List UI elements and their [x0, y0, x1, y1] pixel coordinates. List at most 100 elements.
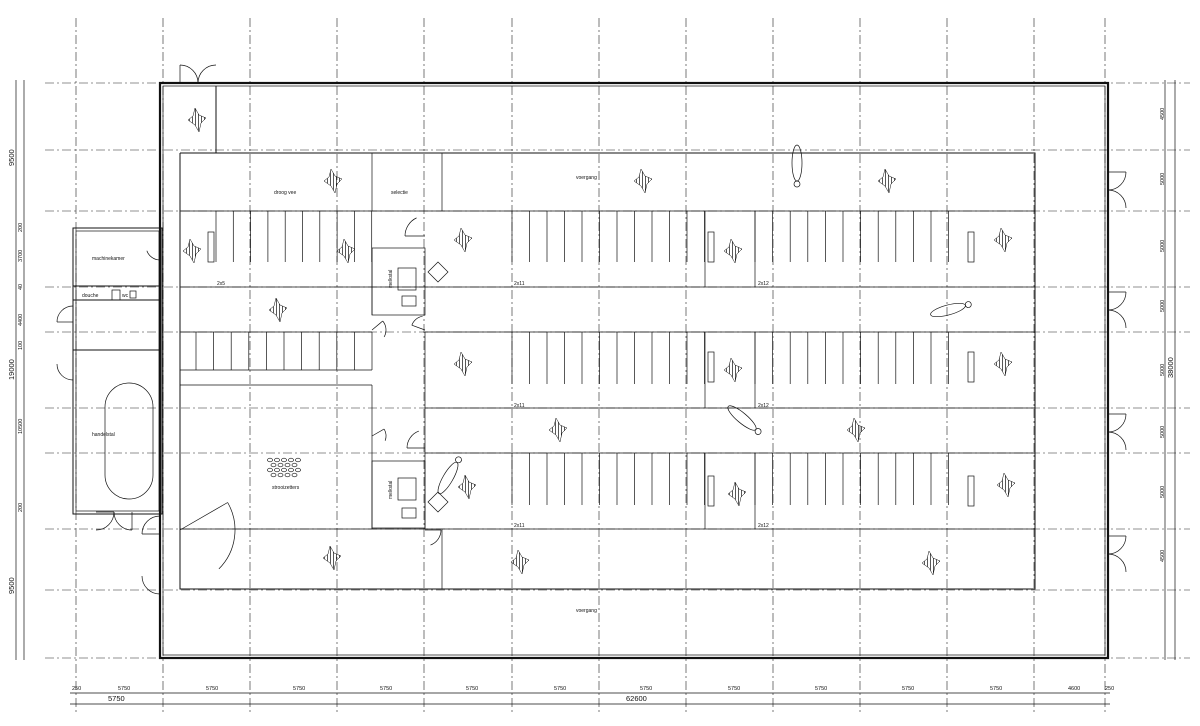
- dim-total-left: 5750: [108, 694, 125, 703]
- door-swing: [1107, 535, 1127, 555]
- cubicle-rails: [195, 211, 975, 507]
- straw-bale: [281, 467, 287, 473]
- feeder-box: [967, 231, 975, 263]
- door-swing: [146, 246, 161, 261]
- label-handelsstal: handelstal: [92, 432, 115, 438]
- door-swing: [371, 320, 387, 338]
- straw-pile: [267, 457, 301, 478]
- pen-tag: 2x12: [758, 403, 769, 409]
- pen-tag: 2x11: [514, 523, 525, 529]
- pen-tag: 2x11: [514, 403, 525, 409]
- pen-tag: 2x11: [514, 281, 525, 287]
- door-swing: [404, 217, 425, 237]
- cow-marker: [322, 545, 342, 571]
- dim-left-outer: 9500: [7, 577, 16, 594]
- label-melkstal-1: melkstal: [388, 270, 394, 288]
- dim-bay: 250: [1105, 686, 1114, 692]
- door-swing: [1107, 171, 1127, 191]
- cow-marker: [323, 168, 343, 194]
- straw-bale: [284, 472, 291, 478]
- cow-marker: [453, 227, 473, 253]
- cow-marker: [548, 417, 568, 443]
- label-melkstal-2: melkstal: [388, 481, 394, 499]
- animal-outline: [727, 405, 762, 435]
- dim-left-inner: 200: [18, 503, 24, 512]
- label-droog-vee: droog vee: [274, 190, 296, 196]
- straw-bale: [267, 467, 273, 473]
- straw-bale: [291, 472, 298, 478]
- straw-bale: [284, 462, 291, 468]
- label-machinekamer: machinekamer: [92, 256, 125, 262]
- dim-right-segment: 5000: [1160, 240, 1166, 252]
- dim-right-segment: 4500: [1160, 550, 1166, 562]
- cow-marker: [723, 238, 743, 264]
- feeder-box: [707, 351, 715, 383]
- straw-bale: [295, 467, 301, 473]
- milking-equipment: [397, 261, 449, 519]
- straw-bale: [295, 457, 301, 463]
- cow-marker: [996, 472, 1016, 498]
- dim-bay: 5750: [728, 686, 740, 692]
- animal-outline: [930, 301, 972, 318]
- dim-right-segment: 4500: [1160, 108, 1166, 120]
- dim-bay: 4600: [1068, 686, 1080, 692]
- dim-right-segment: 5000: [1160, 300, 1166, 312]
- cow-marker: [510, 549, 530, 575]
- door-swing: [113, 511, 133, 531]
- pen-tags: 2x5 2x11 2x12 2x11 2x12 2x11 2x12: [217, 281, 769, 529]
- cow-marker: [182, 238, 202, 264]
- straw-bale: [277, 462, 284, 468]
- door-swing: [1107, 309, 1127, 329]
- label-wc: wc: [122, 293, 129, 299]
- dim-left-outer: 9500: [7, 149, 16, 166]
- straw-bale: [277, 472, 284, 478]
- dim-bay: 5750: [554, 686, 566, 692]
- door-swing: [141, 575, 161, 595]
- building-outline: [72, 81, 1110, 660]
- cow-marker: [723, 357, 743, 383]
- pen-tag: 2x5: [217, 281, 225, 287]
- sanitary: [111, 289, 137, 301]
- dim-bay: 5750: [206, 686, 218, 692]
- cow-marker: [993, 227, 1013, 253]
- dim-bay: 5750: [990, 686, 1002, 692]
- feeder-box: [707, 231, 715, 263]
- dim-bay: 5750: [902, 686, 914, 692]
- door-swing: [1107, 553, 1127, 573]
- label-selectie: selectie: [391, 190, 408, 196]
- dim-right-segment: 5000: [1160, 364, 1166, 376]
- cow-marker: [457, 474, 477, 500]
- feeder-box: [967, 475, 975, 507]
- dim-left-inner: 10500: [18, 419, 24, 434]
- pen-tag: 2x12: [758, 523, 769, 529]
- cow-marker: [336, 238, 356, 264]
- door-swing: [406, 430, 425, 449]
- cow-markers: [182, 107, 1016, 576]
- cow-marker: [993, 351, 1013, 377]
- dim-left-inner: 100: [18, 341, 24, 350]
- straw-bale: [270, 462, 277, 468]
- door-swing: [56, 363, 74, 381]
- door-swing: [371, 428, 387, 441]
- dim-bay: 5750: [118, 686, 130, 692]
- dim-left-inner: 200: [18, 223, 24, 232]
- straw-bale: [270, 472, 277, 478]
- room-labels: droog vee selectie voergang voergang mac…: [82, 175, 597, 614]
- cow-marker: [846, 417, 866, 443]
- dim-left-inner: 3700: [18, 250, 24, 262]
- pen-tag: 2x12: [758, 281, 769, 287]
- door-swing: [1107, 431, 1127, 451]
- door-swing: [179, 502, 236, 570]
- dim-bay: 250: [72, 686, 81, 692]
- straw-bale: [274, 457, 280, 463]
- straw-bale: [288, 467, 294, 473]
- cow-marker: [633, 168, 653, 194]
- doors: [56, 64, 1127, 595]
- straw-bale: [274, 467, 280, 473]
- straw-bale: [288, 457, 294, 463]
- label-voergang-bottom: voergang: [576, 608, 597, 614]
- cow-marker: [453, 351, 473, 377]
- dim-right-segment: 5000: [1160, 486, 1166, 498]
